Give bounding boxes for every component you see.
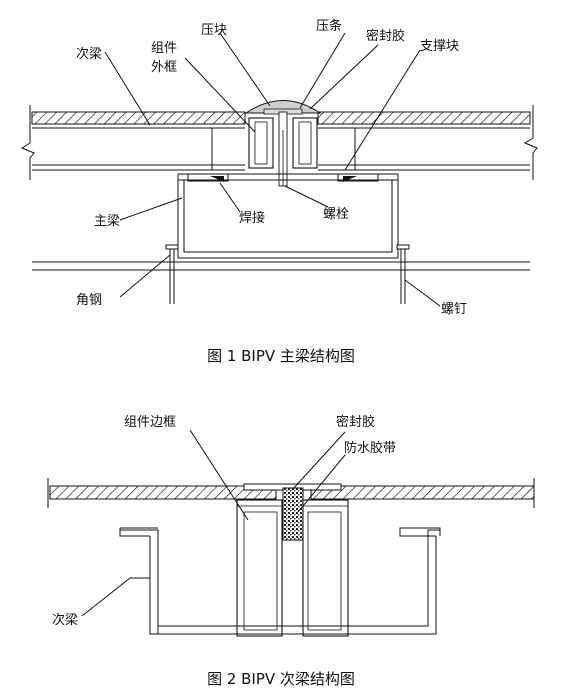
- label-waterproof-tape: 防水胶带: [344, 440, 396, 456]
- right-secondary-beam: [318, 127, 530, 171]
- fig2-right-panel: [310, 485, 535, 500]
- main-beam: [177, 173, 399, 259]
- left-panel-hatch: [31, 111, 246, 125]
- figure-2-caption: 图 2 BIPV 次梁结构图: [207, 670, 355, 688]
- label-pressure-block: 压块: [201, 23, 227, 38]
- fig2-secondary-beam-channel: [119, 527, 441, 635]
- figure-1-caption: 图 1 BIPV 主梁结构图: [207, 347, 355, 365]
- fig2-right-frame: [302, 499, 349, 637]
- break-mark-left: [20, 105, 35, 180]
- label-weld: 焊接: [239, 210, 265, 226]
- label-frame-line2: 外框: [151, 60, 177, 75]
- fig2-left-frame: [236, 499, 283, 637]
- label-bolt: 螺栓: [323, 207, 349, 222]
- label-fig2-sealant: 密封胶: [336, 414, 375, 430]
- label-angle-steel: 角钢: [76, 293, 102, 308]
- left-module-frame: [248, 117, 274, 169]
- label-support-block: 支撑块: [420, 39, 459, 54]
- label-frame-line1: 组件: [151, 41, 177, 56]
- figure-2-secondary-beam: 组件边框 密封胶 防水胶带 次梁 图 2 BIPV 次梁结构图: [47, 414, 535, 688]
- label-fig2-secondary-beam: 次梁: [52, 612, 78, 628]
- fig2-left-panel: [49, 485, 277, 500]
- weld-right: [343, 176, 357, 182]
- figure-1-main-beam: 次梁 组件 外框 压块 压条 密封胶 支撑块 主梁 焊接 螺栓 角钢 螺钉 图 …: [20, 18, 538, 365]
- left-secondary-beam: [32, 127, 245, 171]
- label-module-frame: 组件边框: [124, 415, 176, 430]
- label-main-beam: 主梁: [94, 214, 120, 229]
- weld-left: [210, 176, 224, 182]
- angle-steel: [32, 261, 530, 271]
- label-press-strip: 压条: [316, 18, 342, 34]
- label-sealant: 密封胶: [366, 28, 405, 44]
- label-screw: 螺钉: [441, 302, 467, 317]
- screw-right: [396, 244, 410, 304]
- break-mark-right: [523, 105, 538, 180]
- screw-left: [165, 244, 179, 304]
- right-panel-hatch: [317, 111, 531, 125]
- fig2-sealant: [282, 487, 304, 541]
- right-module-frame: [292, 117, 318, 169]
- label-secondary-beam: 次梁: [76, 46, 102, 62]
